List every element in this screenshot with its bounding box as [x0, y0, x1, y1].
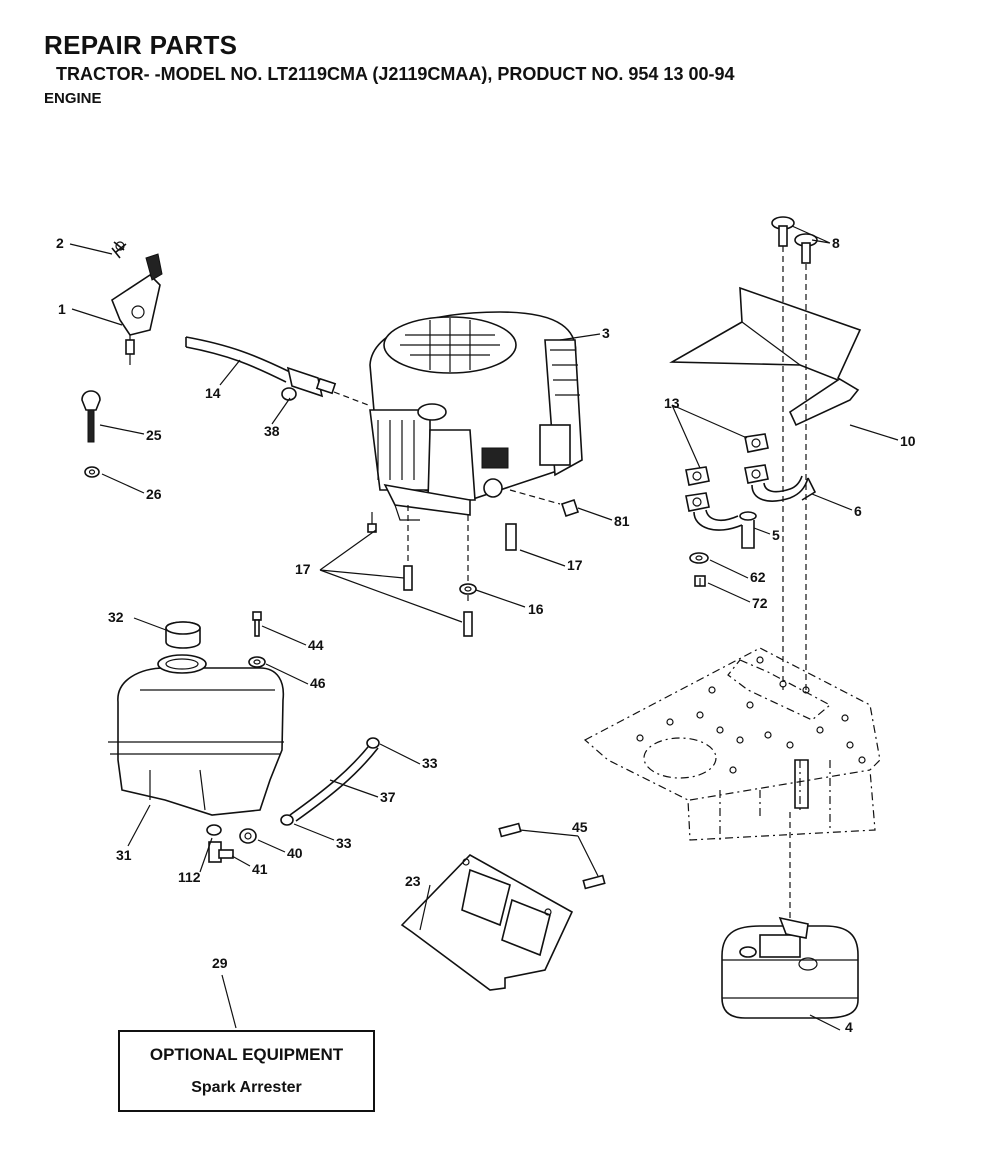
page-title: REPAIR PARTS — [44, 30, 238, 60]
screw-45-upper — [498, 822, 522, 838]
clamp-33-upper — [366, 737, 380, 749]
bolt-17-mid — [403, 505, 413, 591]
bolt-8-upper — [771, 216, 795, 690]
fuel-tank-part — [108, 654, 285, 816]
callout-2: 2 — [56, 235, 64, 251]
callout-29: 29 — [212, 955, 228, 971]
callout-23: 23 — [405, 873, 421, 889]
screw-44-part — [252, 611, 262, 637]
dipstick-part — [81, 390, 101, 443]
clamp-33-lower — [280, 814, 294, 826]
screw-45-lower — [582, 874, 606, 890]
exhaust-pipe-5-part — [693, 509, 757, 549]
callout-72: 72 — [752, 595, 768, 611]
engine-part — [369, 311, 583, 521]
callout-13: 13 — [664, 395, 680, 411]
bolt-17-left — [367, 512, 377, 533]
fuel-line-37-part — [289, 741, 379, 822]
throttle-control-part — [111, 253, 163, 365]
callout-40: 40 — [287, 845, 303, 861]
model-subtitle: TRACTOR- -MODEL NO. LT2119CMA (J2119CMAA… — [56, 64, 735, 84]
callout-5: 5 — [772, 527, 780, 543]
deflector-part — [669, 286, 862, 427]
callout-32: 32 — [108, 609, 124, 625]
callout-4: 4 — [845, 1019, 853, 1035]
fuel-cap-part — [165, 621, 201, 649]
fitting-41-part — [208, 841, 234, 863]
screw-part — [111, 241, 127, 259]
bushing-40-part — [239, 828, 257, 844]
gasket-part — [685, 433, 769, 512]
bolt-17-right — [505, 523, 517, 551]
section-label: ENGINE — [44, 90, 102, 107]
optional-equipment-box: OPTIONAL EQUIPMENT Spark Arrester — [118, 1030, 375, 1112]
fuel-hose-part — [185, 336, 291, 383]
callout-41: 41 — [252, 861, 268, 877]
callout-16: 16 — [528, 601, 544, 617]
callout-62: 62 — [750, 569, 766, 585]
callout-17-right: 17 — [567, 557, 583, 573]
grommet-112-part — [206, 824, 222, 836]
callout-45: 45 — [572, 819, 588, 835]
callout-38: 38 — [264, 423, 280, 439]
muffler-part — [721, 812, 859, 1019]
screw-72-part — [694, 575, 706, 587]
nut-part — [509, 489, 580, 518]
callout-labels: 2 1 3 4 5 6 8 10 13 14 16 17 17 23 25 26… — [56, 235, 916, 1035]
tractor-frame — [583, 647, 881, 841]
callout-33-upper: 33 — [422, 755, 438, 771]
fuel-filter-part — [281, 366, 369, 406]
callout-1: 1 — [58, 301, 66, 317]
callout-46: 46 — [310, 675, 326, 691]
callout-8: 8 — [832, 235, 840, 251]
callout-6: 6 — [854, 503, 862, 519]
washer-part — [459, 583, 477, 595]
callout-17-left: 17 — [295, 561, 311, 577]
optional-equipment-heading: OPTIONAL EQUIPMENT — [149, 1045, 344, 1064]
callout-26: 26 — [146, 486, 162, 502]
callout-31: 31 — [116, 847, 132, 863]
spark-arrester-label: Spark Arrester — [191, 1079, 302, 1096]
washer-26-part — [84, 466, 100, 478]
callout-37: 37 — [380, 789, 396, 805]
washer-62-part — [689, 552, 709, 564]
callout-25: 25 — [146, 427, 162, 443]
callout-33-lower: 33 — [336, 835, 352, 851]
callout-14: 14 — [205, 385, 221, 401]
exhaust-pipe-6-part — [751, 475, 817, 502]
leader-lines — [69, 225, 899, 1031]
bolt-8-lower — [794, 233, 818, 690]
callout-3: 3 — [602, 325, 610, 341]
heat-shield-part — [400, 854, 574, 991]
callout-81: 81 — [614, 513, 630, 529]
bolt-17-low — [463, 515, 473, 637]
callout-44: 44 — [308, 637, 324, 653]
washer-46-part — [248, 656, 266, 668]
callout-10: 10 — [900, 433, 916, 449]
callout-112: 112 — [178, 869, 201, 885]
